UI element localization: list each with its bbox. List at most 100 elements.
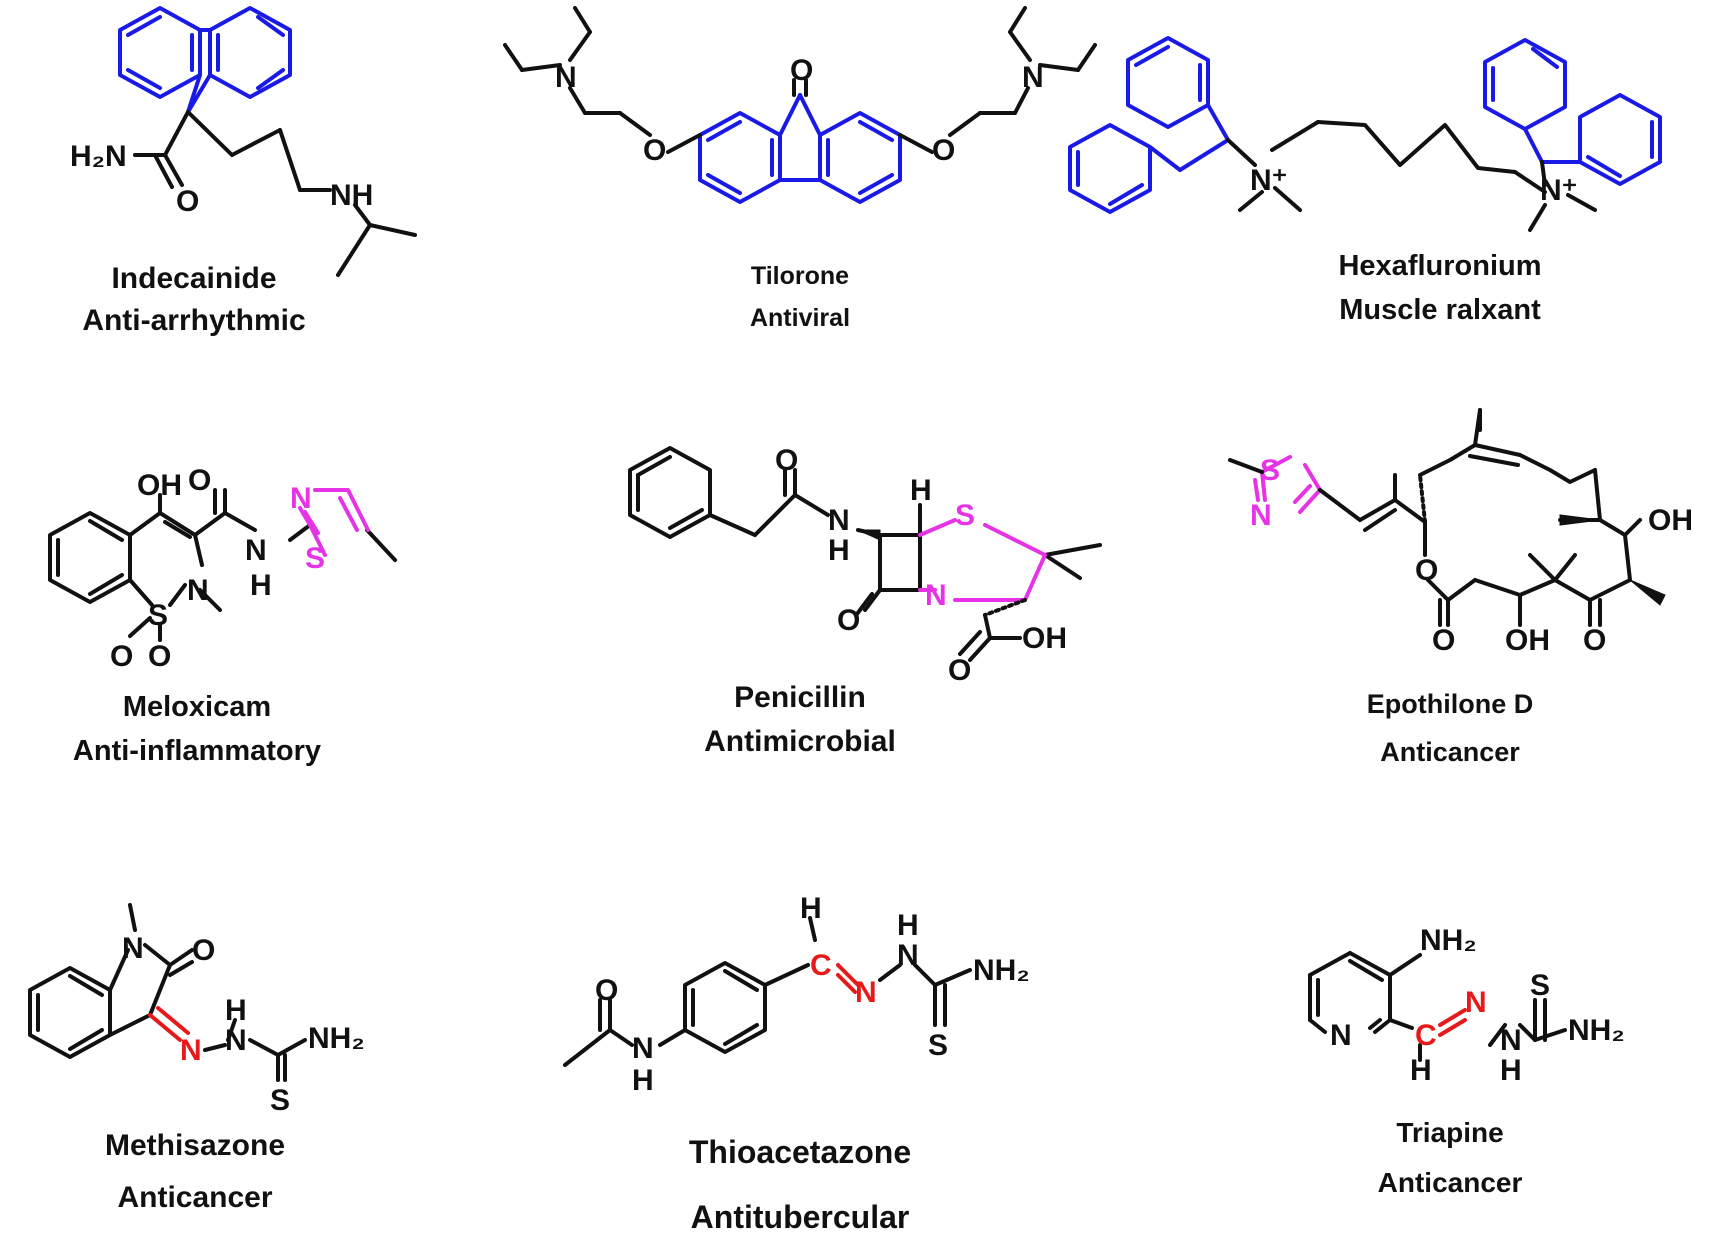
compound-use: Anticancer (1380, 737, 1520, 767)
imine-nitrogen-label: N (1465, 986, 1487, 1019)
compound-name: Epothilone D (1366, 689, 1534, 719)
stereo-h-label: H (910, 474, 932, 507)
caption-thioacetazone: Thioacetazone Antitubercular (590, 1120, 1010, 1250)
nh-label: NH (330, 179, 373, 212)
caption-penicillin: Penicillin Antimicrobial (590, 676, 1010, 764)
compound-name: Methisazone (104, 1129, 286, 1162)
fluorene-left (1068, 36, 1230, 214)
hydrazine-h-label: H (1500, 1054, 1522, 1087)
pyridine-nitrogen-label: N (1330, 1019, 1352, 1052)
epothilone-structure: S N O O OH O OH (1228, 408, 1693, 657)
amide-nh-label: N (828, 504, 850, 537)
thiazole-nitrogen-label: N (290, 482, 312, 515)
hydrazine-nitrogen-label: N (1500, 1024, 1522, 1057)
aldimine-h-label: H (1410, 1054, 1432, 1087)
compound-name: Tilorone (750, 262, 850, 290)
thiazole-ring (298, 488, 370, 557)
thiazolidine-sulfur-label: S (955, 499, 975, 532)
thione-sulfur-label: S (1530, 969, 1550, 1002)
amide-h-label: H (828, 534, 850, 567)
fluorenone-core (698, 93, 902, 204)
caption-meloxicam: Meloxicam Anti-inflammatory (0, 685, 407, 773)
lactone-oxygen-label: O (1415, 554, 1438, 587)
acetyl-oxygen-label: O (595, 974, 618, 1007)
hydroxyl-label: OH (137, 469, 182, 502)
sulfonyl-oxygen-label: O (110, 640, 133, 673)
amide-oxygen-label: O (188, 464, 211, 497)
thiazole-sulfur-label: S (305, 542, 325, 575)
hydrazine-h-label: H (225, 994, 247, 1027)
methisazone-structure: N O N H N NH₂ S (28, 903, 365, 1117)
compound-use: Anti-inflammatory (72, 735, 322, 767)
thiazolidine-ring (918, 518, 1047, 602)
imine-carbon-label: C (810, 949, 832, 982)
compound-use: Anticancer (117, 1181, 273, 1214)
thiazole-sulfur-label: S (1260, 454, 1280, 487)
compound-use: Antimicrobial (704, 725, 896, 758)
anilide-nitrogen-label: N (632, 1032, 654, 1065)
imine-nitrogen-label: N (180, 1034, 202, 1067)
aldimine-h-label: H (800, 892, 822, 925)
hexafluronium-structure: N⁺ N⁺ (1068, 36, 1662, 232)
compound-use: Antiviral (749, 304, 851, 332)
caption-hexafluronium: Hexafluronium Muscle ralxant (1230, 244, 1650, 332)
compound-name: Penicillin (734, 681, 866, 714)
thioacetazone-structure: O N H H C N H N NH₂ S (563, 892, 1030, 1097)
amide-nitrogen-label: N (122, 932, 144, 965)
carboxyl-oxygen-label: O (948, 654, 971, 687)
caption-tilorone: Tilorone Antiviral (590, 255, 1010, 339)
ketone-oxygen-label: O (790, 54, 813, 87)
meloxicam-structure: OH O N H N S O O N S (48, 464, 397, 673)
compound-use: Anticancer (1377, 1167, 1523, 1198)
ketone-oxygen-label: O (1583, 624, 1606, 657)
compound-name: Thioacetazone (688, 1134, 912, 1170)
thiazole-ring (1253, 455, 1322, 514)
oxygen-label: O (176, 185, 199, 218)
caption-indecainide: Indecainide Anti-arrhythmic (0, 258, 404, 342)
ammonium-left-label: N⁺ (1250, 164, 1288, 197)
compound-use: Muscle ralxant (1339, 294, 1541, 326)
caption-methisazone: Methisazone Anticancer (0, 1120, 405, 1224)
compound-name: Hexafluronium (1338, 250, 1542, 282)
anilide-h-label: H (632, 1064, 654, 1097)
compound-use: Antitubercular (690, 1199, 910, 1235)
h2n-label: H₂N (70, 140, 127, 173)
ammonium-right-label: N⁺ (1540, 174, 1578, 207)
hydroxyl-label: OH (1648, 504, 1693, 537)
fluorene-core (118, 6, 292, 114)
compound-name: Meloxicam (122, 691, 272, 723)
hydrazine-nitrogen-label: N (897, 939, 919, 972)
carboxyl-oh-label: OH (1022, 622, 1067, 655)
amide-h-label: H (250, 569, 272, 602)
thione-sulfur-label: S (928, 1029, 948, 1062)
penicillin-structure: O N H H S N O O OH (628, 444, 1102, 687)
sulfonamide-nitrogen-label: N (187, 574, 209, 607)
amine-nh2-label: NH₂ (973, 954, 1030, 987)
amine-nitrogen-label: N (555, 61, 577, 94)
compound-name: Triapine (1396, 1117, 1504, 1148)
amine-nh2-label: NH₂ (308, 1022, 365, 1055)
imine-nitrogen-label: N (855, 976, 877, 1009)
bridgehead-nitrogen-label: N (925, 579, 947, 612)
amide-nh-label: N (245, 534, 267, 567)
amide-oxygen-label: O (775, 444, 798, 477)
amine-nh2-label: NH₂ (1420, 924, 1477, 957)
thione-sulfur-label: S (270, 1084, 290, 1117)
lactone-carbonyl-label: O (1432, 624, 1455, 657)
tilorone-structure: O O O N N (503, 6, 1097, 204)
indecainide-structure: H₂N O NH (70, 6, 417, 277)
hydroxyl-label: OH (1505, 624, 1550, 657)
caption-triapine: Triapine Anticancer (1240, 1108, 1660, 1208)
amine-nitrogen-label: N (1022, 61, 1044, 94)
caption-epothilone: Epothilone D Anticancer (1240, 680, 1660, 776)
sulfonyl-sulfur-label: S (148, 599, 168, 632)
compound-use: Anti-arrhythmic (82, 304, 306, 337)
triapine-structure: N NH₂ C H N N H NH₂ S (1308, 924, 1625, 1087)
fluorene-right (1483, 38, 1662, 186)
sulfonyl-oxygen-label: O (148, 640, 171, 673)
thioamide-nh2-label: NH₂ (1568, 1014, 1625, 1047)
compound-name: Indecainide (111, 262, 277, 295)
hydrazine-h-label: H (897, 909, 919, 942)
lactam-oxygen-label: O (837, 604, 860, 637)
